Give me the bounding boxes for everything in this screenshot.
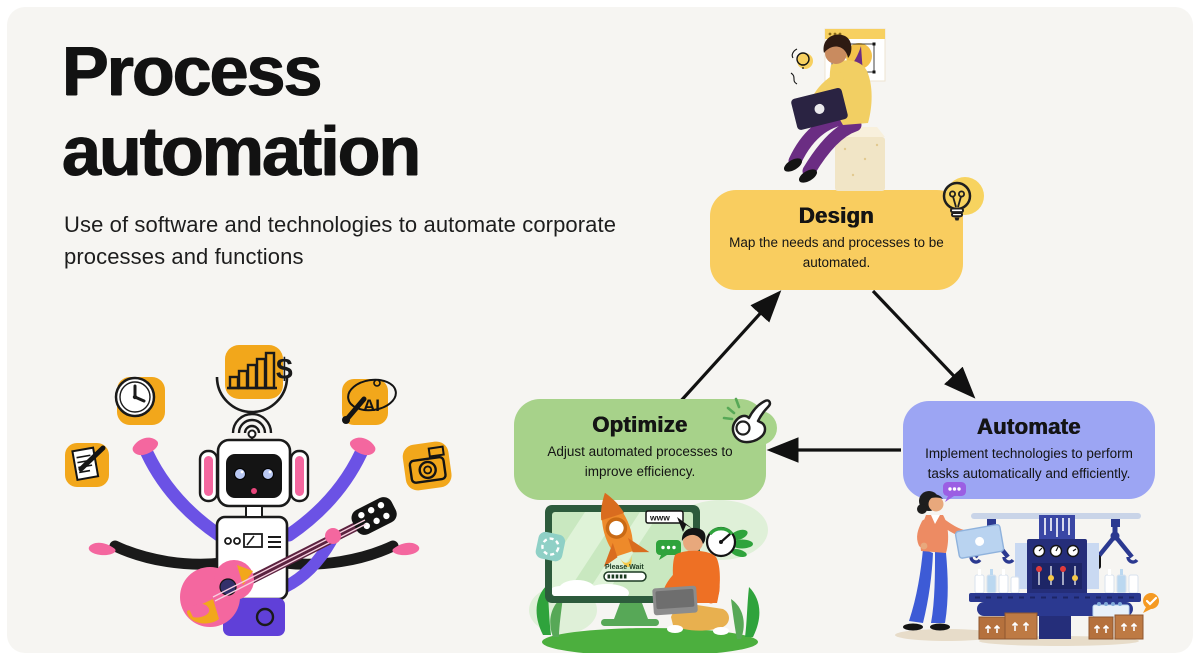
step-desc-design: Map the needs and processes to be automa… — [729, 235, 944, 270]
hand-left-up — [132, 437, 159, 456]
step-desc-optimize: Adjust automated processes to improve ef… — [547, 444, 733, 479]
wifi-signal-icon — [231, 412, 273, 434]
snap-hand-icon — [722, 397, 777, 445]
step-desc-automate: Implement technologies to perform tasks … — [925, 446, 1133, 481]
analytics-dollar-icon: $ — [225, 345, 293, 399]
dish-arc — [215, 376, 289, 414]
url-bar: www — [645, 510, 693, 532]
bottles-left — [974, 569, 1020, 594]
check-bubble-icon — [1143, 593, 1159, 613]
lightbulb-icon — [942, 177, 984, 221]
optimize-illustration: www Please Wait — [529, 492, 768, 653]
robot-hips — [223, 598, 285, 636]
bottles-right — [1104, 569, 1139, 594]
rocket-icon — [601, 492, 650, 567]
designer-illustration — [783, 28, 886, 191]
dollar-label: $ — [276, 353, 293, 386]
guitar — [180, 497, 397, 627]
chat-bubble-icon — [656, 540, 681, 560]
robot-illustration: $ — [65, 345, 452, 636]
loading-label: Please Wait — [605, 564, 644, 571]
step-card-optimize: Optimize Adjust automated processes to i… — [514, 399, 766, 500]
ground — [542, 628, 758, 653]
page-title: Process automation — [62, 31, 421, 191]
title-line-2: automation — [62, 112, 421, 190]
loading-badge-icon — [535, 531, 566, 562]
hand-right-mid — [392, 542, 420, 556]
url-text: www — [649, 513, 670, 523]
speech-dots-icon — [943, 482, 966, 502]
optimize-person — [652, 527, 729, 635]
cursor-icon — [677, 517, 693, 532]
step-title-design: Design — [798, 203, 875, 228]
operator-person — [903, 491, 1005, 631]
loading-bar: Please Wait — [603, 564, 647, 582]
step-title-optimize: Optimize — [592, 412, 688, 437]
robot-arm-right — [1093, 519, 1139, 569]
step-card-automate: Automate Implement technologies to perfo… — [903, 401, 1155, 499]
ai-label: AI — [363, 396, 380, 415]
hand-right-up — [349, 437, 376, 456]
page-subtitle: Use of software and technologies to auto… — [64, 212, 617, 269]
step-title-automate: Automate — [977, 414, 1081, 439]
camera-icon — [402, 441, 452, 491]
plant-right — [731, 587, 760, 639]
arrow-design-to-automate — [871, 289, 976, 399]
shipping-boxes — [978, 602, 1144, 640]
factory-illustration — [895, 482, 1159, 646]
title-line-1: Process — [62, 32, 322, 110]
hand-left-mid — [88, 542, 116, 556]
clock-icon — [114, 376, 165, 425]
idea-doodle-icon — [790, 48, 813, 85]
speedometer-icon — [705, 526, 753, 558]
ai-art-icon: AI — [342, 378, 397, 425]
infographic-card: Process automation Use of software and t… — [7, 7, 1193, 653]
step-card-design: Design Map the needs and processes to be… — [710, 190, 963, 290]
robot-head — [198, 438, 310, 518]
document-pen-icon — [65, 443, 109, 487]
filling-machine — [1015, 515, 1099, 595]
designer-person — [783, 34, 872, 183]
arrow-optimize-to-design — [677, 290, 782, 405]
floor-shadow — [895, 629, 999, 641]
